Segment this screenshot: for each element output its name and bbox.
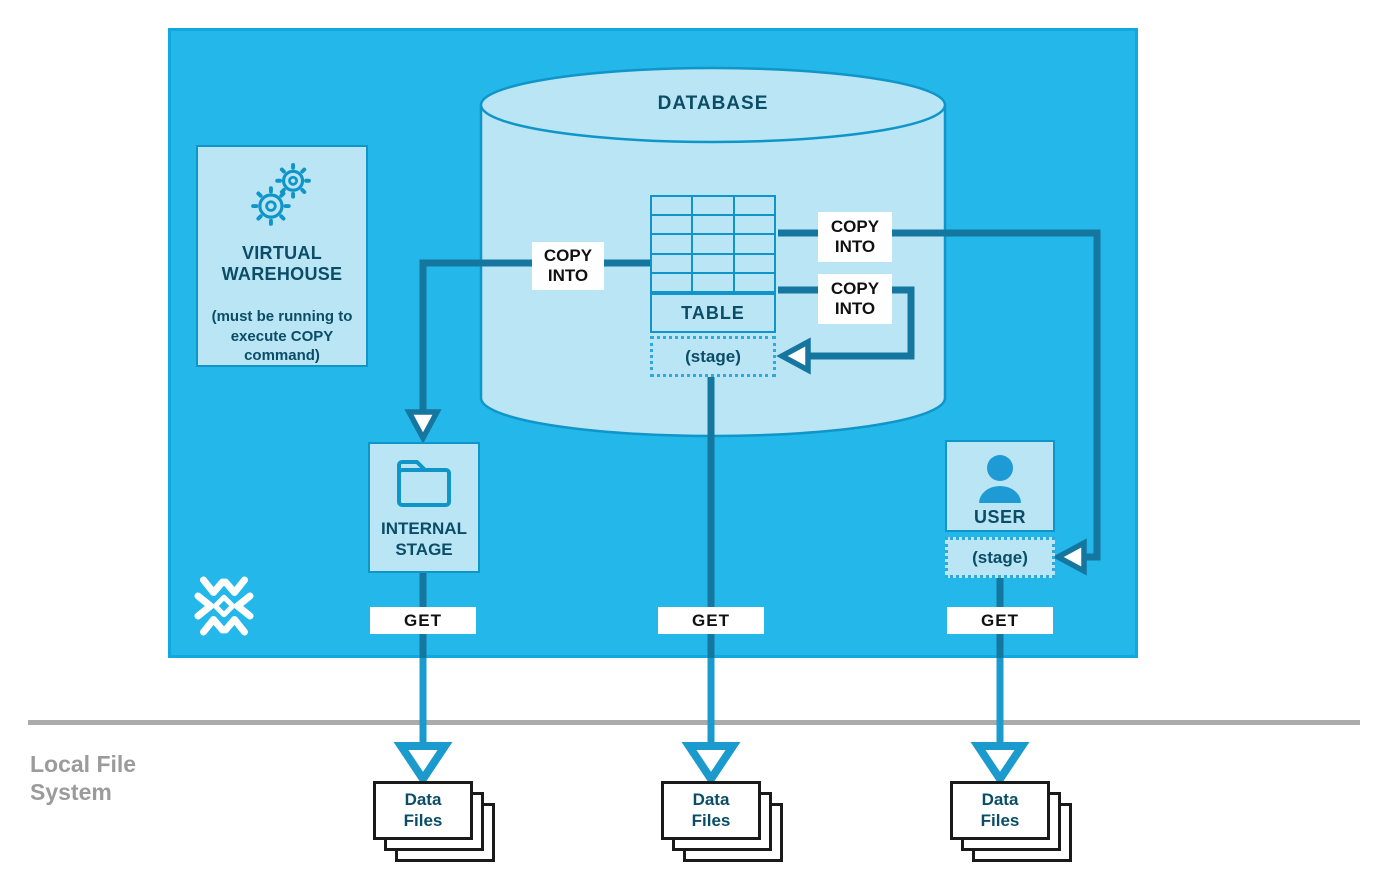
local-file-system-divider bbox=[28, 720, 1360, 725]
arrowhead-data-files-1 bbox=[393, 742, 453, 787]
get-label-2: GET bbox=[658, 607, 764, 634]
copy-into-label-left: COPY INTO bbox=[532, 242, 604, 290]
data-files-2: Data Files bbox=[661, 781, 761, 840]
data-files-label-1: Data Files bbox=[403, 790, 443, 830]
data-files-label-3: Data Files bbox=[980, 790, 1020, 830]
internal-stage-label: INTERNAL STAGE bbox=[381, 519, 467, 559]
internal-stage-box: INTERNAL STAGE bbox=[368, 442, 480, 573]
user-stage-label: (stage) bbox=[972, 547, 1028, 567]
get-label-3: GET bbox=[947, 607, 1053, 634]
virtual-warehouse-note: (must be running to execute COPY command… bbox=[211, 308, 353, 364]
data-files-1: Data Files bbox=[373, 781, 473, 840]
gears-icon bbox=[251, 162, 311, 226]
arrowhead-data-files-3 bbox=[970, 742, 1030, 787]
table-stage-box: (stage) bbox=[650, 336, 776, 377]
table-label: TABLE bbox=[681, 302, 745, 323]
copy-into-label-top-right: COPY INTO bbox=[818, 212, 892, 262]
user-label: USER bbox=[973, 506, 1026, 527]
data-files-3: Data Files bbox=[950, 781, 1050, 840]
arrowhead-data-files-2 bbox=[681, 742, 741, 787]
local-file-system-label: Local File System bbox=[30, 751, 137, 806]
table-label-band: TABLE bbox=[650, 293, 776, 333]
folder-icon bbox=[397, 460, 451, 508]
table-stage-label: (stage) bbox=[685, 346, 741, 366]
virtual-warehouse-label: VIRTUAL WAREHOUSE bbox=[221, 242, 343, 285]
copy-into-label-bottom-right: COPY INTO bbox=[818, 274, 892, 324]
data-files-label-2: Data Files bbox=[691, 790, 731, 830]
user-box: USER bbox=[945, 440, 1055, 532]
database-label: DATABASE bbox=[657, 93, 769, 114]
user-stage-box: (stage) bbox=[945, 537, 1055, 578]
virtual-warehouse-box: VIRTUAL WAREHOUSE (must be running to ex… bbox=[196, 145, 368, 367]
table-grid-icon bbox=[650, 195, 776, 293]
snowflake-logo bbox=[194, 576, 254, 636]
get-label-1: GET bbox=[370, 607, 476, 634]
person-icon bbox=[979, 454, 1021, 503]
